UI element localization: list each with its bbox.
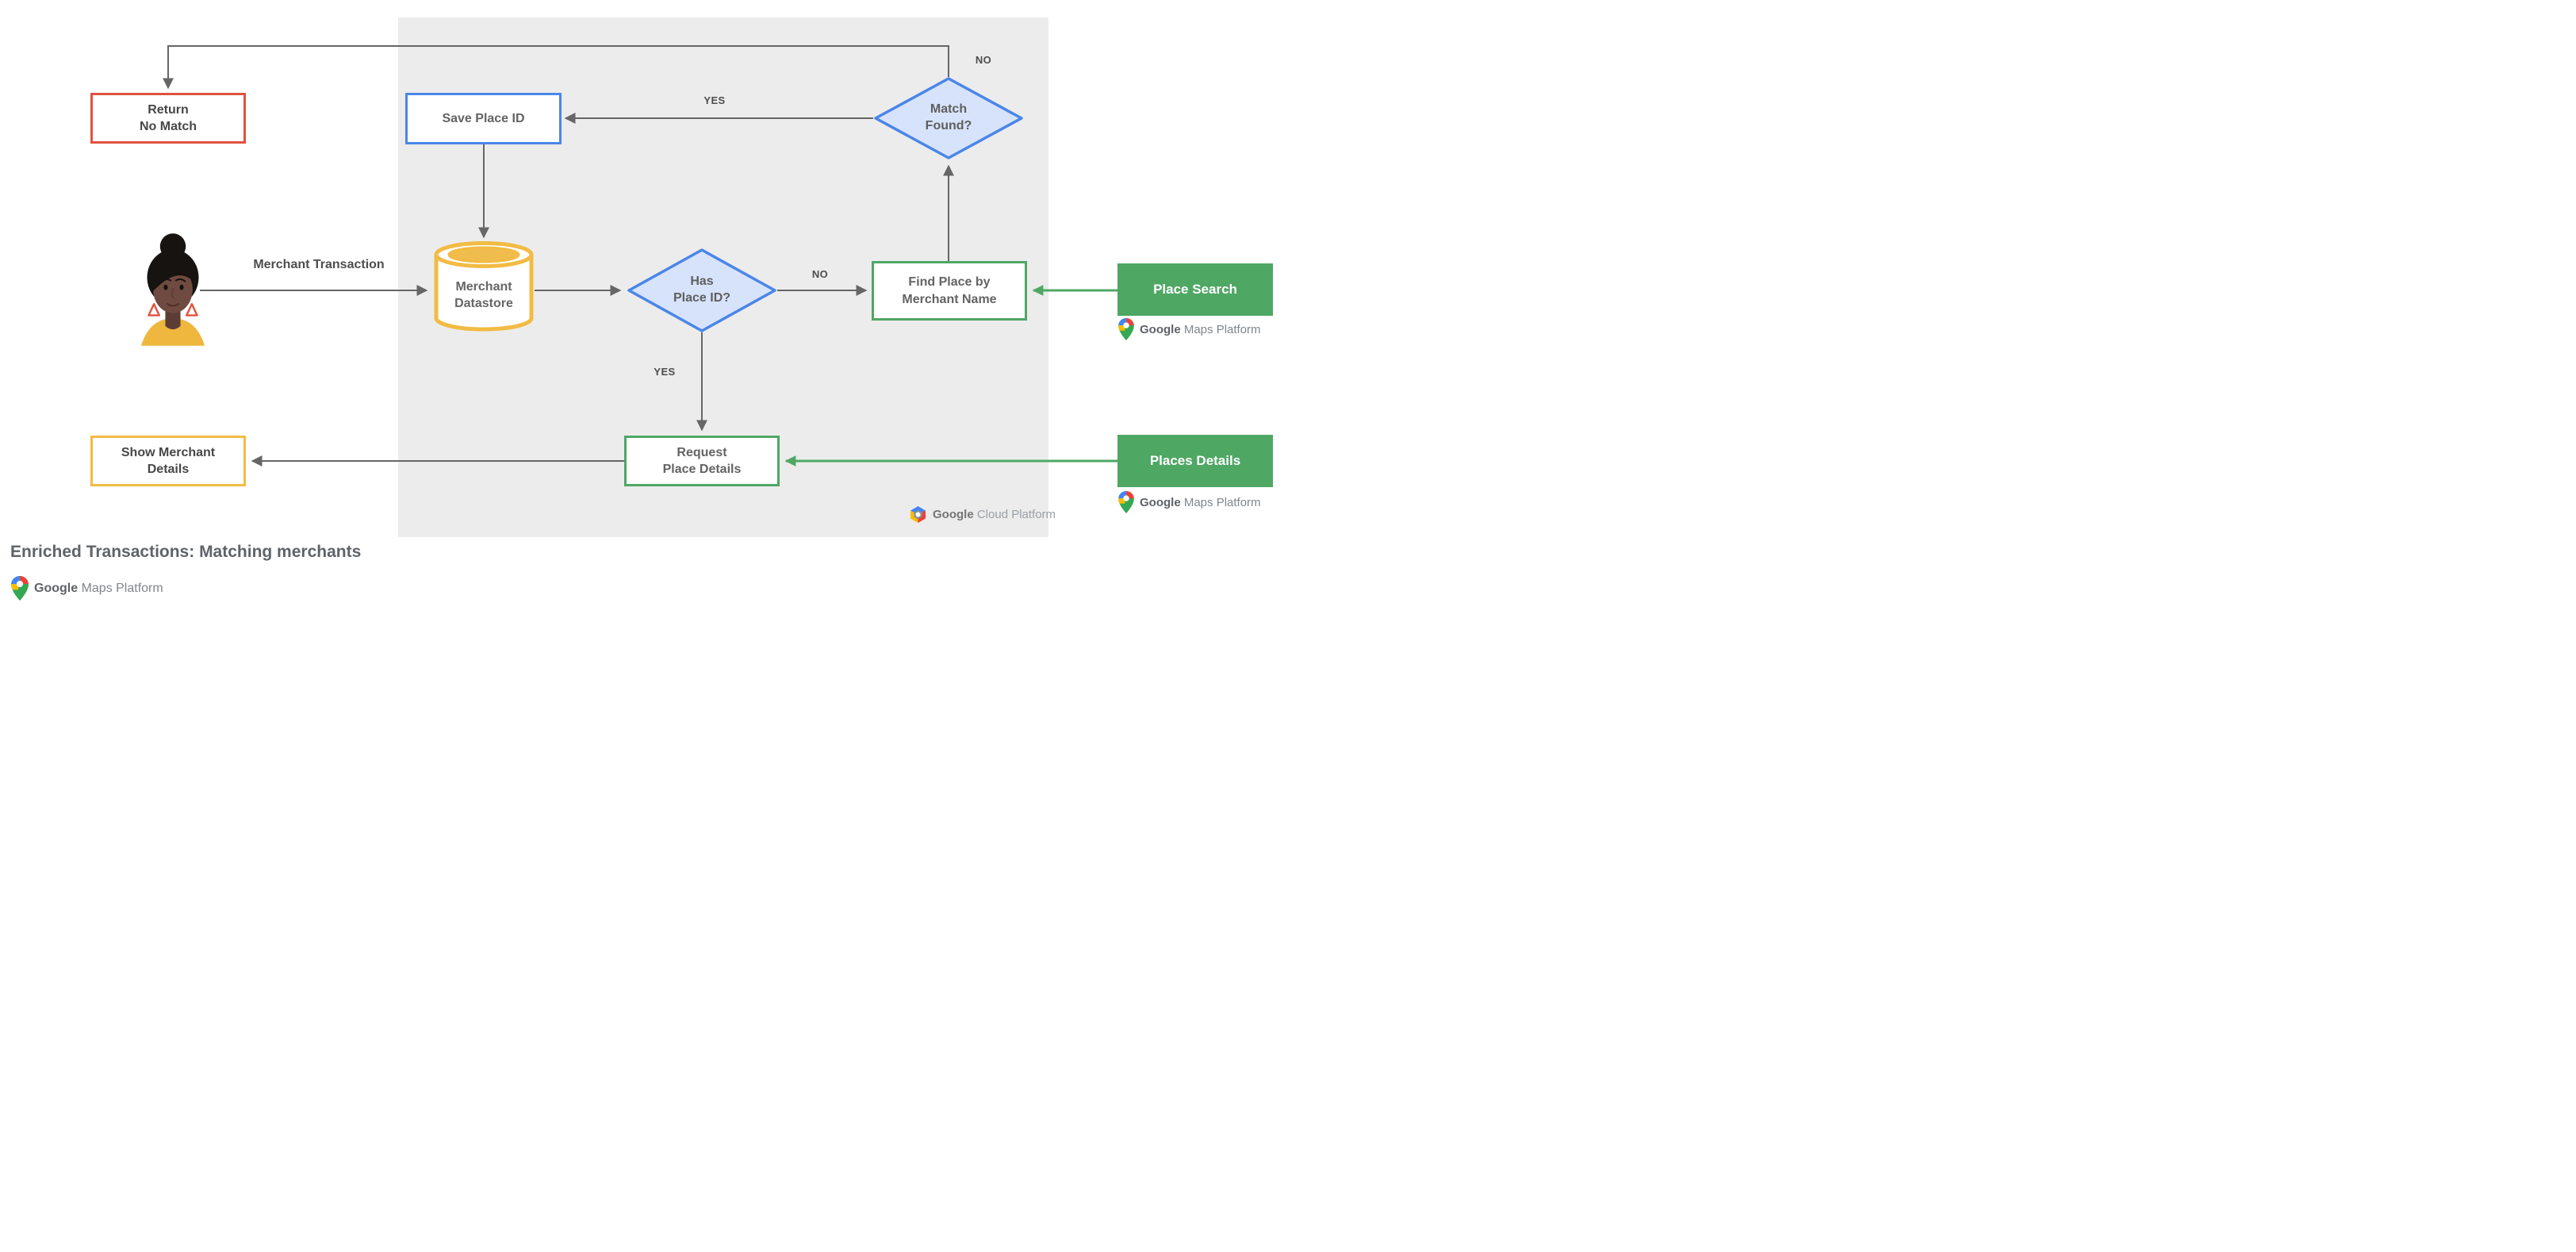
node-places-details-api: Places Details: [1117, 435, 1273, 487]
cloud-platform-logo: Google Cloud Platform: [909, 506, 1056, 523]
node-show-merchant-details: Show Merchant Details: [90, 436, 246, 486]
node-find-place-by-merchant-name: Find Place by Merchant Name: [872, 261, 1027, 321]
cloud-platform-wordmark: Google Cloud Platform: [933, 508, 1056, 521]
node-save-place-id: Save Place ID: [405, 93, 562, 144]
decision-diamond-shape: [627, 248, 776, 332]
merchant-datastore-label: Merchant Datastore: [454, 280, 513, 310]
edge-label-no-top: NO: [975, 54, 992, 66]
node-place-search-api: Place Search: [1117, 263, 1273, 316]
merchant-transaction-label: Merchant Transaction: [253, 258, 385, 271]
maps-platform-logo-place-search: Google Maps Platform: [1118, 318, 1261, 340]
node-merchant-datastore: Merchant Datastore: [433, 240, 535, 333]
person-icon: [140, 233, 205, 346]
maps-platform-logo-places-details: Google Maps Platform: [1118, 491, 1261, 513]
match-found-label: Match Found?: [925, 102, 972, 132]
node-request-place-details: Request Place Details: [624, 436, 780, 486]
database-cylinder-icon: [434, 241, 534, 332]
maps-pin-icon: [1118, 491, 1134, 513]
decision-diamond-shape: [874, 77, 1023, 159]
flowchart-canvas: Merchant Transaction Return No Match Sav…: [0, 0, 1288, 626]
node-match-found: Match Found?: [873, 77, 1024, 159]
edge-label-yes-request: YES: [654, 366, 676, 378]
cloud-hexagon-icon: [910, 506, 926, 523]
edge-label-yes-save: YES: [703, 94, 726, 106]
maps-pin-icon: [11, 576, 29, 601]
has-place-id-label: Has Place ID?: [673, 275, 731, 305]
maps-platform-wordmark: Google Maps Platform: [1140, 322, 1261, 336]
diagram-title: Enriched Transactions: Matching merchant…: [10, 543, 362, 561]
node-has-place-id: Has Place ID?: [627, 248, 777, 332]
edge-label-no-find: NO: [811, 268, 829, 280]
maps-platform-wordmark: Google Maps Platform: [34, 581, 163, 595]
maps-platform-logo-footer: Google Maps Platform: [11, 576, 163, 601]
maps-pin-icon: [1118, 318, 1134, 340]
maps-platform-wordmark: Google Maps Platform: [1140, 495, 1261, 509]
node-return-no-match: Return No Match: [90, 93, 246, 144]
merchant-avatar: [139, 232, 207, 351]
